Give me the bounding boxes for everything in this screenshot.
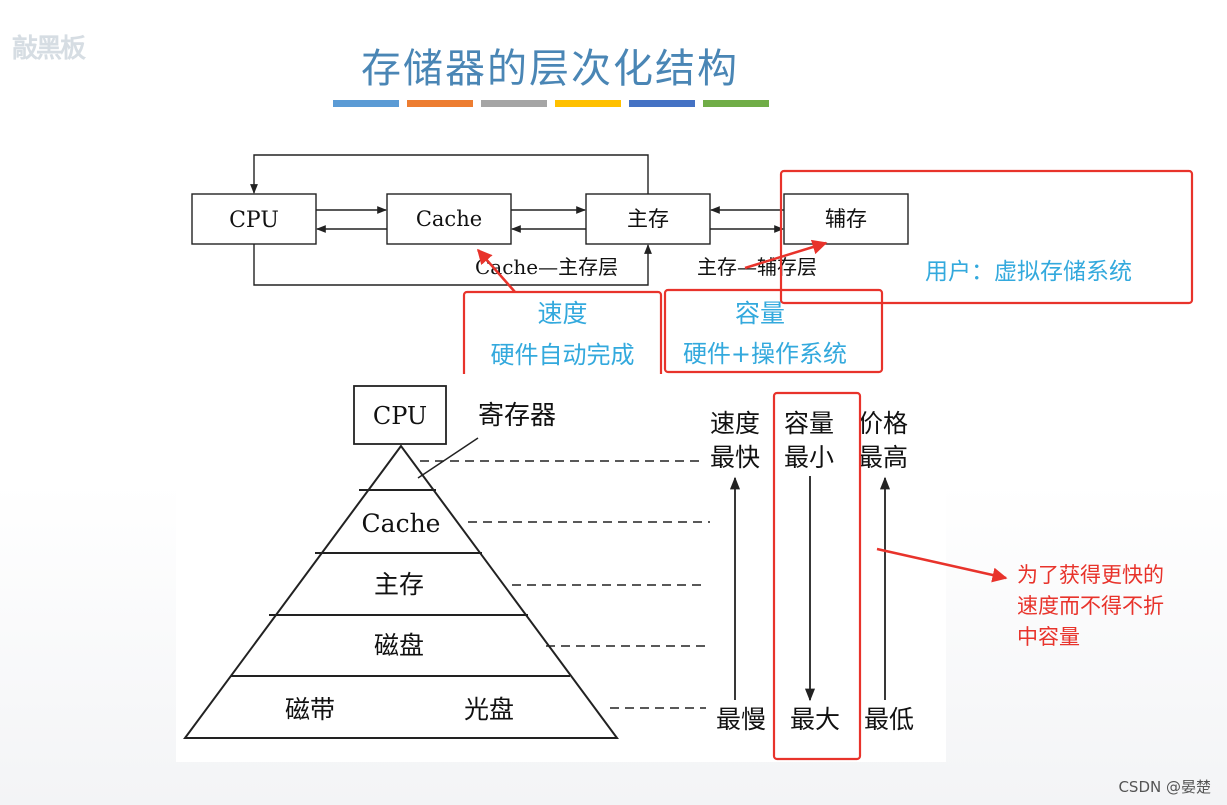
capacity-description: 硬件+操作系统 xyxy=(682,340,848,368)
main-aux-layer-label: 主存—辅存层 xyxy=(697,255,817,279)
price-column-title: 价格 xyxy=(858,409,908,438)
cache-main-layer-label: Cache—主存层 xyxy=(475,255,618,279)
price-column-bottom: 最低 xyxy=(864,705,914,734)
pyramid-cpu-label: CPU xyxy=(373,402,427,430)
price-column-top: 最高 xyxy=(858,443,908,472)
capacity-column-highlight xyxy=(772,391,862,761)
virtual-storage-label: 用户：虚拟存储系统 xyxy=(925,259,1132,285)
register-label: 寄存器 xyxy=(478,401,556,431)
memory-pyramid xyxy=(183,444,619,739)
register-leader-line xyxy=(417,437,479,479)
cache-box xyxy=(386,193,512,245)
underline-segment xyxy=(629,100,695,107)
main-memory-box xyxy=(585,193,711,245)
underline-segment xyxy=(333,100,399,107)
underline-segment xyxy=(703,100,769,107)
tradeoff-line: 中容量 xyxy=(1017,625,1080,649)
pyramid-level-disk: 磁盘 xyxy=(374,631,424,660)
capacity-column-bottom: 最大 xyxy=(790,705,840,734)
aux-memory-box xyxy=(783,193,909,245)
speed-column-top: 最快 xyxy=(710,443,760,472)
capacity-highlight xyxy=(663,288,884,374)
cpu-box xyxy=(191,193,317,245)
pyramid-level-optical: 光盘 xyxy=(464,695,514,724)
pyramid-cpu-box xyxy=(353,385,447,445)
capacity-column-title: 容量 xyxy=(784,409,834,438)
underline-segment xyxy=(407,100,473,107)
csdn-watermark: CSDN @晏楚 xyxy=(1118,778,1211,796)
pyramid-panel xyxy=(176,374,946,762)
speed-pointer-arrow xyxy=(477,248,516,293)
flow-arrows xyxy=(250,154,784,286)
pyramid-level-tape: 磁带 xyxy=(285,695,335,724)
virtual-storage-highlight xyxy=(779,169,1194,305)
pyramid-level-main: 主存 xyxy=(374,570,424,599)
speed-column-title: 速度 xyxy=(710,409,760,438)
aux-memory-label: 辅存 xyxy=(825,207,867,231)
tradeoff-line: 速度而不得不折 xyxy=(1017,594,1164,618)
speed-column-bottom: 最慢 xyxy=(716,705,766,734)
capacity-pointer-arrow xyxy=(744,239,828,270)
tradeoff-note: 为了获得更快的 速度而不得不折 中容量 xyxy=(1017,560,1164,653)
main-memory-label: 主存 xyxy=(627,207,669,231)
cache-label: Cache xyxy=(416,207,482,231)
speed-description: 硬件自动完成 xyxy=(490,341,635,369)
tradeoff-pointer-arrow xyxy=(876,547,1008,583)
scale-arrows xyxy=(729,476,891,702)
capacity-title: 容量 xyxy=(734,299,785,328)
underline-segment xyxy=(481,100,547,107)
speed-title: 速度 xyxy=(537,299,588,328)
watermark-logo: 敲黑板 xyxy=(12,34,86,64)
tradeoff-line: 为了获得更快的 xyxy=(1017,563,1164,587)
cpu-label: CPU xyxy=(229,208,279,233)
level-guide-lines xyxy=(420,460,710,709)
pyramid-level-cache: Cache xyxy=(362,509,441,538)
underline-segment xyxy=(555,100,621,107)
capacity-column-top: 最小 xyxy=(784,443,834,472)
page-title: 存储器的层次化结构 xyxy=(361,46,739,92)
